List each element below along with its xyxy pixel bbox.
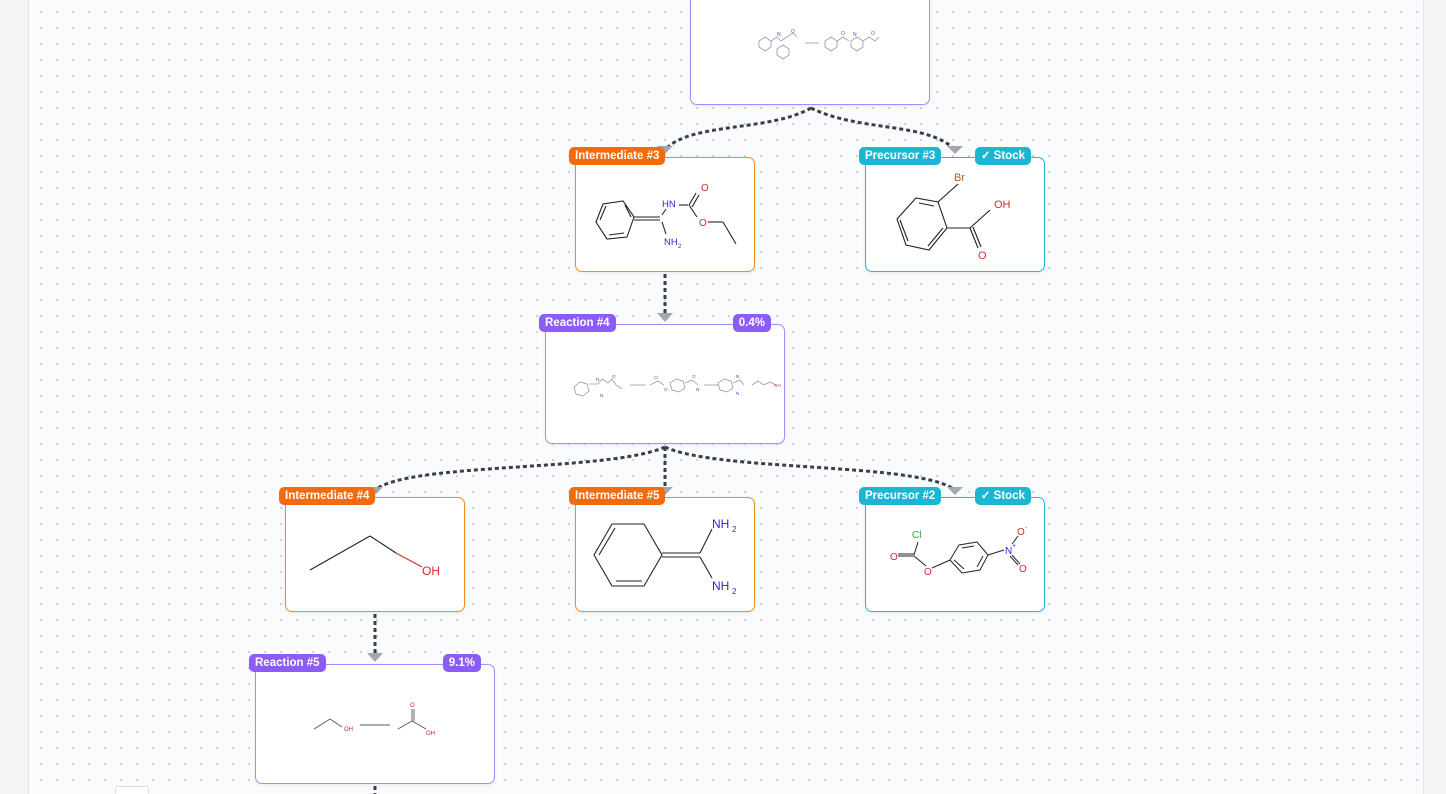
svg-text:Cl: Cl: [912, 530, 921, 541]
molecule-structure: Cl O O O - O N +: [890, 525, 1028, 578]
edge-reaction-4-to-intermediate-4: [374, 445, 666, 492]
arrowhead: [947, 487, 963, 495]
node-label: Intermediate #5: [569, 487, 666, 505]
reaction-scheme-top: O O O N N: [758, 29, 880, 60]
svg-text:OH: OH: [344, 727, 353, 733]
yield-badge: 9.1%: [442, 654, 481, 672]
svg-text:OH: OH: [774, 383, 781, 388]
intermediate-node-5[interactable]: Intermediate #5 NH 2 NH 2: [569, 487, 755, 612]
svg-text:HN: HN: [662, 199, 676, 210]
molecule-structure: HN NH 2 O O: [595, 183, 737, 250]
arrowhead: [657, 313, 673, 322]
svg-text:O: O: [701, 183, 709, 194]
edge-top-to-intermediate-3: [663, 106, 812, 152]
intermediate-node-4[interactable]: Intermediate #4 OH: [279, 487, 465, 612]
precursor-node-3[interactable]: Precursor #3 ✓ Stock Br OH O: [859, 147, 1045, 272]
svg-text:O: O: [1019, 564, 1027, 575]
reaction-node-5[interactable]: Reaction #5 9.1% OH O OH: [249, 654, 495, 784]
node-label: Precursor #2: [859, 487, 942, 505]
svg-text:O: O: [791, 29, 795, 35]
minimap-control[interactable]: [115, 786, 149, 794]
svg-text:2: 2: [732, 587, 737, 596]
stock-badge: ✓ Stock: [974, 147, 1031, 165]
node-label: Intermediate #3: [569, 147, 666, 165]
svg-text:O: O: [924, 567, 932, 578]
svg-text:O: O: [871, 31, 875, 37]
edge-reaction-4-to-precursor-2: [664, 445, 956, 492]
reaction-scheme: OH O OH: [313, 703, 435, 737]
svg-text:Br: Br: [954, 172, 965, 184]
svg-text:O: O: [841, 31, 845, 37]
svg-text:N: N: [777, 32, 781, 38]
reaction-node-top[interactable]: O O O N N: [690, 0, 930, 105]
svg-text:O: O: [612, 374, 616, 379]
svg-text:Cl: Cl: [654, 375, 658, 380]
route-canvas[interactable]: O O O N N Intermediate #3: [28, 0, 1424, 794]
svg-text:O: O: [1017, 527, 1025, 538]
svg-text:O: O: [978, 250, 987, 262]
svg-text:O: O: [410, 703, 415, 709]
edge-top-to-precursor-3: [810, 106, 957, 152]
svg-text:OH: OH: [994, 199, 1011, 211]
node-label: Precursor #3: [859, 147, 942, 165]
svg-text:N: N: [696, 387, 699, 392]
molecule-structure: Br OH O: [896, 172, 1011, 262]
svg-text:N: N: [853, 32, 857, 38]
svg-text:2: 2: [732, 525, 737, 534]
reaction-scheme: O O O OH N N N N N Cl: [573, 374, 781, 398]
molecule-structure: OH: [309, 535, 440, 578]
svg-text:N: N: [736, 374, 739, 379]
svg-text:-: -: [1025, 525, 1028, 532]
svg-text:OH: OH: [426, 731, 435, 737]
svg-text:+: +: [1012, 543, 1016, 550]
svg-text:O: O: [699, 218, 707, 229]
svg-text:N: N: [600, 393, 603, 398]
svg-text:NH: NH: [664, 237, 678, 248]
svg-text:2: 2: [678, 244, 682, 250]
svg-text:NH: NH: [712, 517, 729, 531]
reaction-node-4[interactable]: Reaction #4 0.4% O O O OH: [539, 314, 785, 444]
svg-text:OH: OH: [422, 564, 440, 578]
precursor-node-2[interactable]: Precursor #2 ✓ Stock Cl O O: [859, 487, 1045, 612]
stock-badge: ✓ Stock: [974, 487, 1031, 505]
yield-badge: 0.4%: [732, 314, 771, 332]
node-label: Reaction #4: [539, 314, 616, 332]
arrowhead: [947, 146, 963, 154]
route-edges: [367, 106, 963, 794]
node-label: Reaction #5: [249, 654, 326, 672]
arrowhead: [367, 653, 383, 662]
svg-text:NH: NH: [712, 579, 729, 593]
node-label: Intermediate #4: [279, 487, 376, 505]
svg-text:O: O: [890, 552, 898, 563]
molecule-structure: NH 2 NH 2: [593, 517, 737, 596]
intermediate-node-3[interactable]: Intermediate #3 HN NH 2: [569, 147, 755, 272]
svg-text:O: O: [692, 374, 696, 379]
svg-text:N: N: [596, 377, 599, 382]
svg-text:N: N: [736, 391, 739, 396]
svg-text:N: N: [1005, 546, 1012, 557]
svg-text:O: O: [664, 387, 668, 392]
